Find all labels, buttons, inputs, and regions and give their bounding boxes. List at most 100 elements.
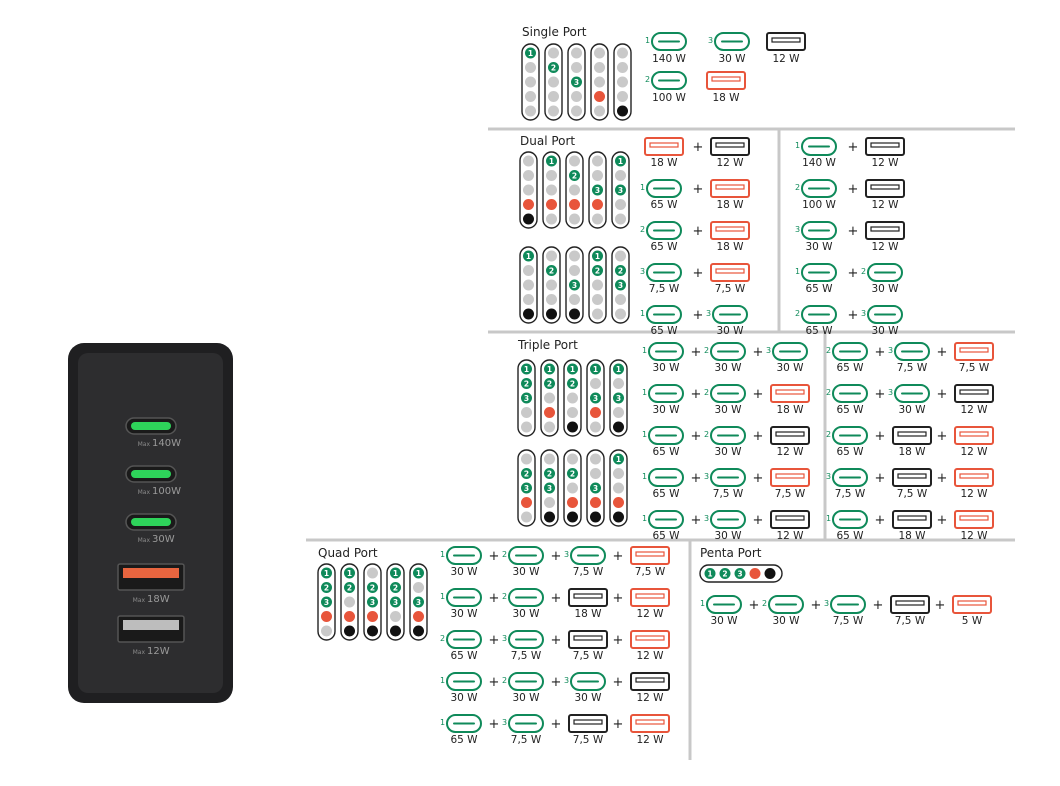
dot-number: 1	[528, 49, 533, 58]
usb-a-fast-icon	[770, 384, 810, 403]
wattage-label: 30 W	[450, 692, 478, 704]
wattage-label: 12 W	[871, 157, 899, 169]
inactive-port-dot	[590, 468, 601, 479]
port-number-label: 3	[766, 346, 771, 355]
usb-c-dot	[571, 76, 582, 88]
usb-c-dot	[390, 567, 401, 579]
usb-c-dot	[521, 363, 532, 375]
usb-c-dot	[523, 250, 534, 262]
dot-number: 1	[616, 455, 621, 464]
wattage-label: 30 W	[714, 530, 742, 542]
usb-a-fast-icon	[954, 426, 994, 445]
wattage-label: 65 W	[652, 488, 680, 500]
inactive-port-dot	[569, 250, 580, 262]
usb-a-fast-icon	[706, 71, 746, 90]
usb-c-icon	[508, 672, 544, 691]
plus-sign: +	[551, 717, 562, 732]
port-number-label: 2	[502, 676, 507, 685]
usb-c-icon	[867, 263, 903, 282]
usb-c-icon	[646, 179, 682, 198]
dot-number: 2	[393, 584, 398, 593]
inactive-port-dot	[523, 265, 534, 276]
dot-number: 1	[524, 365, 529, 374]
usb-c-dot	[367, 582, 378, 593]
port-number-label: 1	[642, 472, 647, 481]
usb-c-icon	[801, 221, 837, 240]
dot-number: 3	[524, 394, 529, 403]
usb-a-dot	[367, 625, 378, 637]
usb-c-icon	[712, 305, 748, 324]
wattage-label: 18 W	[712, 92, 740, 104]
inactive-port-dot	[390, 611, 401, 622]
usb-c-dot	[546, 155, 557, 167]
dot-number: 1	[547, 365, 552, 374]
dot-number: 3	[416, 598, 421, 607]
usb-c-icon	[508, 546, 544, 565]
plus-sign: +	[875, 345, 886, 360]
port-number-label: 2	[640, 225, 645, 234]
dot-number: 2	[524, 470, 529, 479]
plus-sign: +	[693, 140, 704, 155]
port-number-label: 1	[640, 309, 645, 318]
usb-a-tongue	[959, 431, 989, 437]
section-title: Quad Port	[318, 546, 378, 560]
plus-sign: +	[693, 182, 704, 197]
charger-port-rating: 18W	[147, 594, 170, 605]
usb-a-tongue	[775, 389, 805, 395]
plus-sign: +	[613, 675, 624, 690]
usb-a-tongue	[775, 473, 805, 479]
plus-sign: +	[749, 598, 760, 613]
usb-a-dot	[613, 511, 624, 523]
section-title: Penta Port	[700, 546, 762, 560]
usb-a-tongue	[715, 142, 745, 148]
dot-number: 1	[526, 252, 531, 261]
port-number-label: 3	[861, 309, 866, 318]
wattage-label: 30 W	[716, 325, 744, 337]
charger-port-rating: 140W	[152, 438, 181, 449]
inactive-port-dot	[521, 511, 532, 523]
plus-sign: +	[873, 598, 884, 613]
usb-c-dot	[390, 596, 401, 608]
usb-a-dot	[764, 568, 776, 579]
wattage-label: 7,5 W	[959, 362, 990, 374]
port-number-label: 2	[826, 430, 831, 439]
usb-c-icon	[768, 595, 804, 614]
port-number-label: 3	[826, 472, 831, 481]
section-title: Single Port	[522, 25, 587, 39]
usb-c-dot	[590, 392, 601, 404]
port-number-label: 1	[640, 183, 645, 192]
charger-port-rating: 30W	[152, 534, 175, 545]
wattage-label: 65 W	[650, 241, 678, 253]
usb-a-icon	[568, 588, 608, 607]
inactive-port-dot	[569, 155, 580, 167]
usb-a-icon	[892, 426, 932, 445]
wattage-label: 65 W	[652, 530, 680, 542]
plus-sign: +	[848, 308, 859, 323]
dot-number: 3	[595, 186, 600, 195]
section-title: Dual Port	[520, 134, 575, 148]
wattage-label: 18 W	[776, 404, 804, 416]
wattage-label: 30 W	[718, 53, 746, 65]
dot-number: 2	[572, 172, 577, 181]
usb-a-tongue	[897, 515, 927, 521]
wattage-label: 18 W	[574, 608, 602, 620]
inactive-port-dot	[592, 279, 603, 291]
inactive-port-dot	[615, 294, 626, 305]
wattage-label: 12 W	[716, 157, 744, 169]
usb-a-fast-icon	[630, 714, 670, 733]
wattage-label: 30 W	[450, 608, 478, 620]
inactive-port-dot	[569, 265, 580, 276]
usb-a-fast-icon	[952, 595, 992, 614]
dot-number: 1	[324, 569, 329, 578]
wattage-label: 65 W	[450, 650, 478, 662]
inactive-port-dot	[546, 213, 557, 225]
usb-a-tongue	[635, 677, 665, 683]
usb-c-icon	[710, 384, 746, 403]
usb-a-tongue	[711, 76, 741, 82]
port-number-label: 3	[640, 267, 645, 276]
usb-c-dot	[615, 155, 626, 167]
usb-c-icon	[648, 342, 684, 361]
plus-sign: +	[753, 345, 764, 360]
inactive-port-dot	[544, 392, 555, 404]
